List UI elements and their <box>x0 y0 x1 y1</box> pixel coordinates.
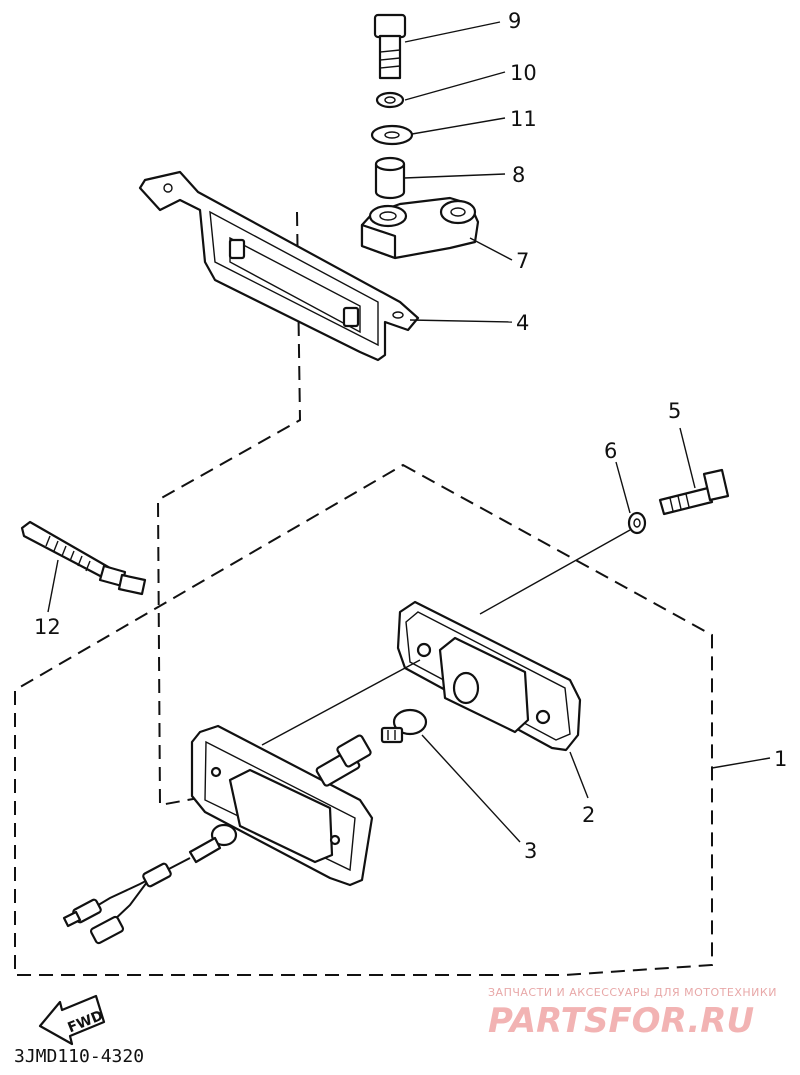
washer-6 <box>627 511 647 535</box>
bulb-3 <box>380 708 428 744</box>
label-part-4: 4 <box>516 311 529 335</box>
label-part-10: 10 <box>510 61 537 85</box>
label-part-11: 11 <box>510 107 537 131</box>
label-part-1: 1 <box>774 747 787 771</box>
bolt-5 <box>658 468 730 516</box>
stay-7 <box>360 196 480 260</box>
label-part-5: 5 <box>668 399 681 423</box>
bracket-4 <box>138 170 420 362</box>
fwd-arrow-icon: FWD <box>38 994 105 1046</box>
bracket-to-lamp-link <box>156 211 302 807</box>
bolt-9 <box>373 13 407 80</box>
label-part-2: 2 <box>582 803 595 827</box>
wire-harness <box>62 857 191 945</box>
lock-washer-10 <box>375 91 405 109</box>
diagram-code: 3JMD110-4320 <box>14 1046 144 1067</box>
lamp-housing <box>188 724 374 887</box>
leader-lines <box>47 21 771 843</box>
flat-washer-11 <box>370 124 414 146</box>
watermark-tagline: ЗАПЧАСТИ И АКСЕССУАРЫ ДЛЯ МОТОТЕХНИКИ <box>488 986 777 999</box>
label-part-8: 8 <box>512 163 525 187</box>
label-part-9: 9 <box>508 9 521 33</box>
assembly-outline <box>14 463 713 976</box>
label-part-7: 7 <box>516 249 529 273</box>
label-part-6: 6 <box>604 439 617 463</box>
cable-tie-12 <box>20 520 147 596</box>
watermark-brand: PARTSFOR.RU <box>488 1001 754 1041</box>
label-part-3: 3 <box>524 839 537 863</box>
collar-8 <box>374 156 406 200</box>
label-part-12: 12 <box>34 615 61 639</box>
lens-cover-2 <box>396 600 582 752</box>
